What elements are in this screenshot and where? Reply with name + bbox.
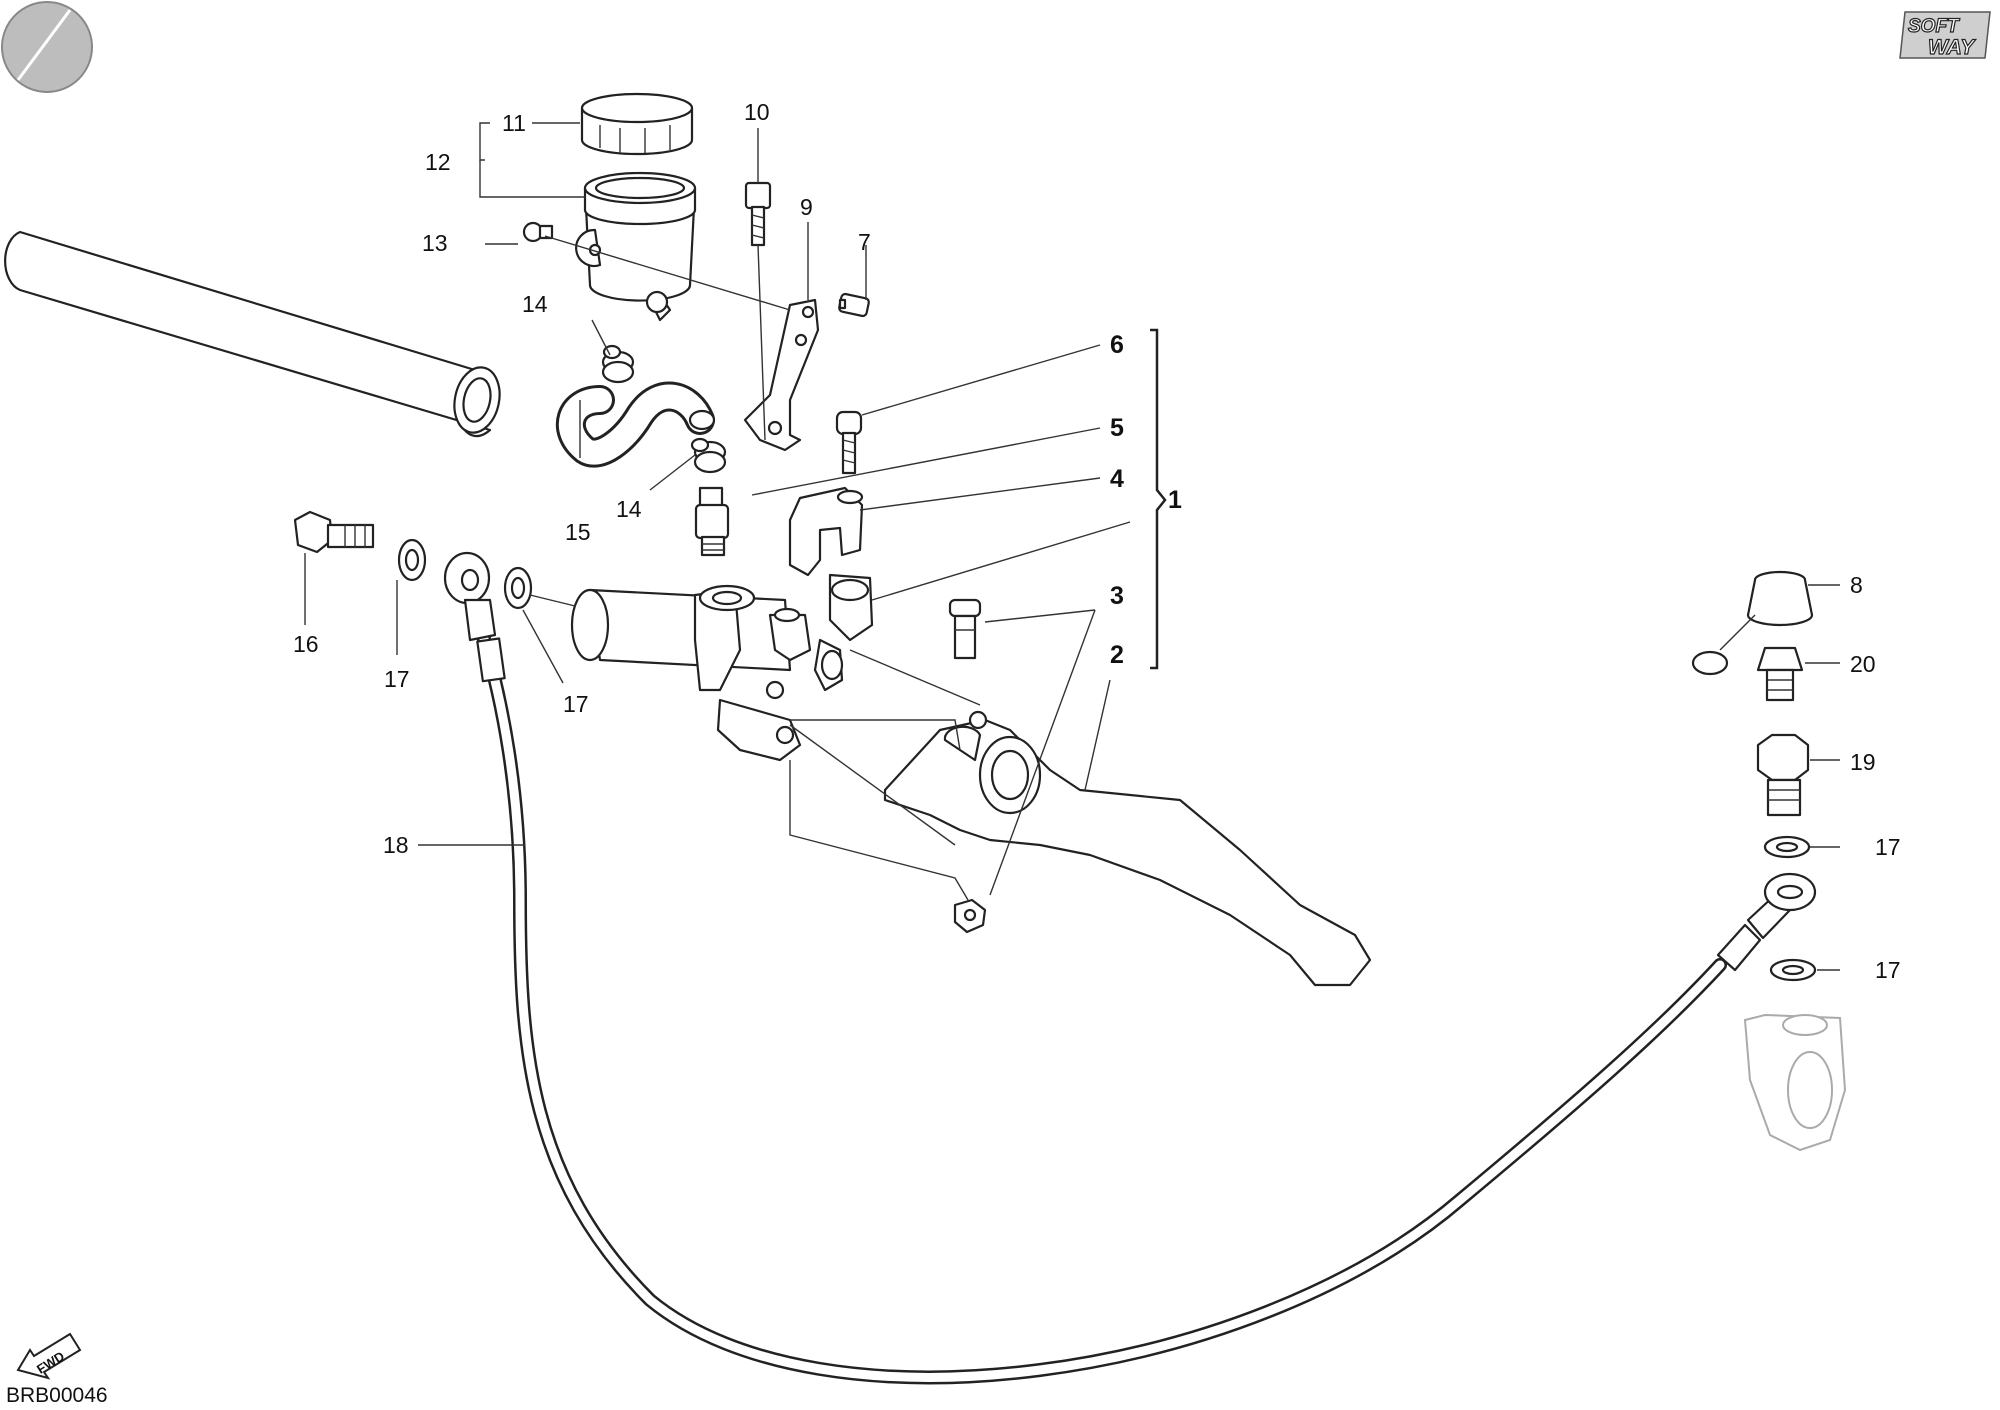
- callout-10: 10: [744, 99, 770, 125]
- callout-13: 13: [422, 230, 448, 256]
- callout-17-left-a: 17: [384, 666, 410, 692]
- washer-17-left-a: [397, 538, 427, 582]
- handlebar-clamp: [788, 486, 864, 577]
- callout-17-right-a: 17: [1875, 834, 1901, 860]
- leader-lines: [304, 122, 1840, 971]
- corner-stamp-icon: [1, 1, 93, 93]
- caliper-port: [1743, 1013, 1847, 1152]
- banjo-bolt-16: [293, 510, 375, 554]
- hose-clamp-upper: [601, 344, 635, 384]
- banjo-eye-left: [443, 551, 491, 605]
- washer-17-right-a: [1763, 835, 1811, 859]
- callout-3: 3: [1110, 582, 1124, 610]
- screw-7: [838, 292, 870, 318]
- diagram-code: BRB00046: [6, 1384, 108, 1407]
- callout-4: 4: [1110, 465, 1124, 493]
- callout-20: 20: [1850, 651, 1876, 677]
- pivot-bolt: [948, 598, 982, 660]
- banjo-fitting-5: [694, 486, 730, 557]
- washer-17-left-b: [503, 566, 533, 610]
- callout-14-lower: 14: [616, 496, 642, 522]
- callout-5: 5: [1110, 414, 1124, 442]
- callout-6: 6: [1110, 331, 1124, 359]
- forward-arrow-icon: FWD: [16, 1332, 82, 1380]
- master-cylinder: [570, 573, 874, 762]
- reservoir-bracket: [743, 298, 820, 452]
- handlebar: [4, 230, 501, 438]
- banjo-eye-right: [1763, 872, 1817, 912]
- callout-14-upper: 14: [522, 291, 548, 317]
- logo-line1: SOFT: [1908, 16, 1960, 37]
- adapter-19: [1756, 733, 1810, 817]
- brake-hose: [463, 598, 1792, 1385]
- reservoir-cap: [580, 92, 694, 156]
- callout-17-left-b: 17: [563, 691, 589, 717]
- callout-7: 7: [858, 229, 871, 255]
- callout-12: 12: [425, 149, 451, 175]
- screw-13: [522, 221, 554, 243]
- callout-16: 16: [293, 631, 319, 657]
- logo-line2: WAY: [1928, 36, 1976, 59]
- lever-nut: [953, 898, 987, 934]
- callout-1: 1: [1168, 486, 1182, 514]
- callout-17-right-b: 17: [1875, 957, 1901, 983]
- callout-19: 19: [1850, 749, 1876, 775]
- bleed-nipple-20: [1756, 646, 1804, 702]
- callout-15: 15: [565, 519, 591, 545]
- hose-clamp-lower: [690, 437, 727, 474]
- callout-9: 9: [800, 194, 813, 220]
- callout-18: 18: [383, 832, 409, 858]
- bolt-10: [744, 181, 772, 247]
- reservoir-hose: [555, 381, 716, 468]
- washer-17-right-b: [1769, 958, 1817, 982]
- callout-2: 2: [1110, 641, 1124, 669]
- callout-8: 8: [1850, 572, 1863, 598]
- softway-logo: SOFT WAY: [1899, 11, 1991, 60]
- assembly-brace: [1150, 328, 1167, 670]
- brake-lever: [883, 710, 1372, 987]
- dust-cap-8: [1691, 570, 1814, 676]
- bolt-6: [835, 410, 863, 475]
- callout-11: 11: [502, 110, 526, 136]
- fluid-reservoir: [575, 171, 697, 322]
